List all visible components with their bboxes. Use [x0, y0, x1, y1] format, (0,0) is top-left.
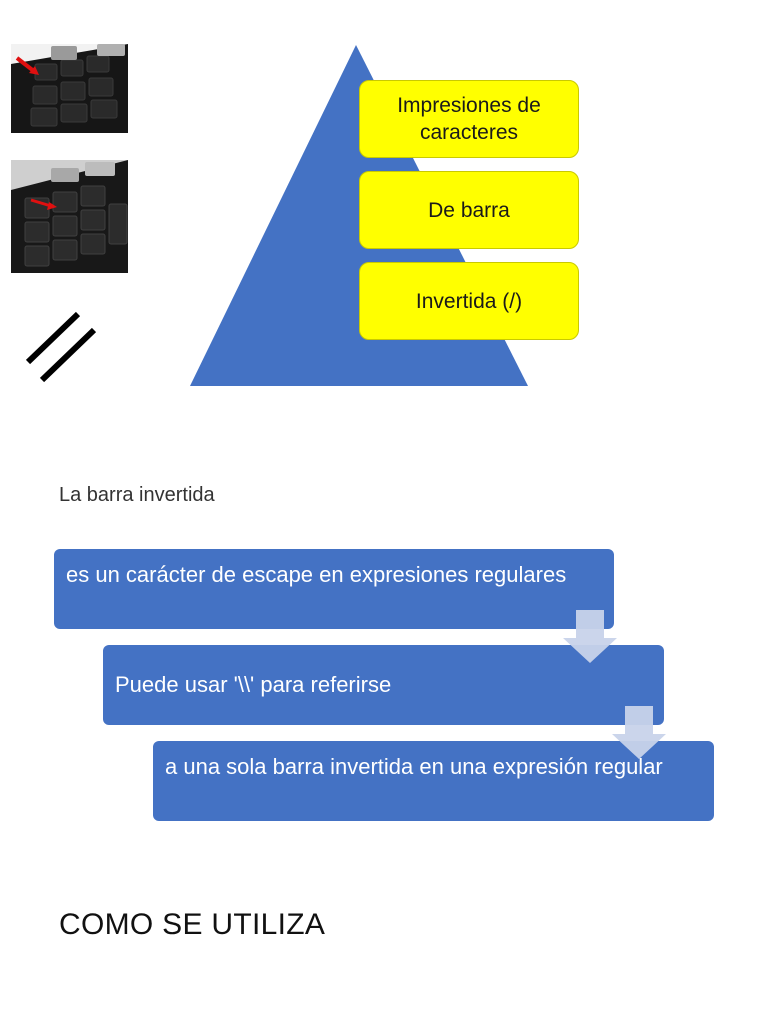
- keyboard-photo-2: [11, 160, 128, 273]
- double-slash-icon: [25, 311, 97, 383]
- flow-step-2: Puede usar '\\' para referirse: [103, 645, 664, 725]
- pyramid-item-label: Impresiones de caracteres: [397, 94, 541, 144]
- keyboard-photo-icon: [11, 44, 128, 133]
- pyramid-item-2: De barra: [359, 171, 579, 249]
- flow-step-3: a una sola barra invertida en una expres…: [153, 741, 714, 821]
- flow-step-text: es un carácter de escape en expresiones …: [66, 562, 567, 587]
- pyramid-item-label: Invertida (/): [415, 289, 523, 313]
- flow-step-text: a una sola barra invertida en una expres…: [165, 754, 663, 779]
- flow-step-1: es un carácter de escape en expresiones …: [54, 549, 614, 629]
- down-arrow-icon: [563, 610, 617, 663]
- down-arrow-icon: [612, 706, 666, 759]
- pyramid-item-1: Impresiones de caracteres: [359, 80, 579, 158]
- keyboard-photo-icon: [11, 160, 128, 273]
- section-caption: La barra invertida: [59, 484, 215, 506]
- flow-step-text: Puede usar '\\' para referirse: [115, 672, 392, 697]
- pyramid-item-label: De barra: [428, 198, 510, 222]
- keyboard-photo-1: [11, 44, 128, 133]
- section-heading: COMO SE UTILIZA: [59, 908, 326, 941]
- pyramid-item-3: Invertida (/): [359, 262, 579, 340]
